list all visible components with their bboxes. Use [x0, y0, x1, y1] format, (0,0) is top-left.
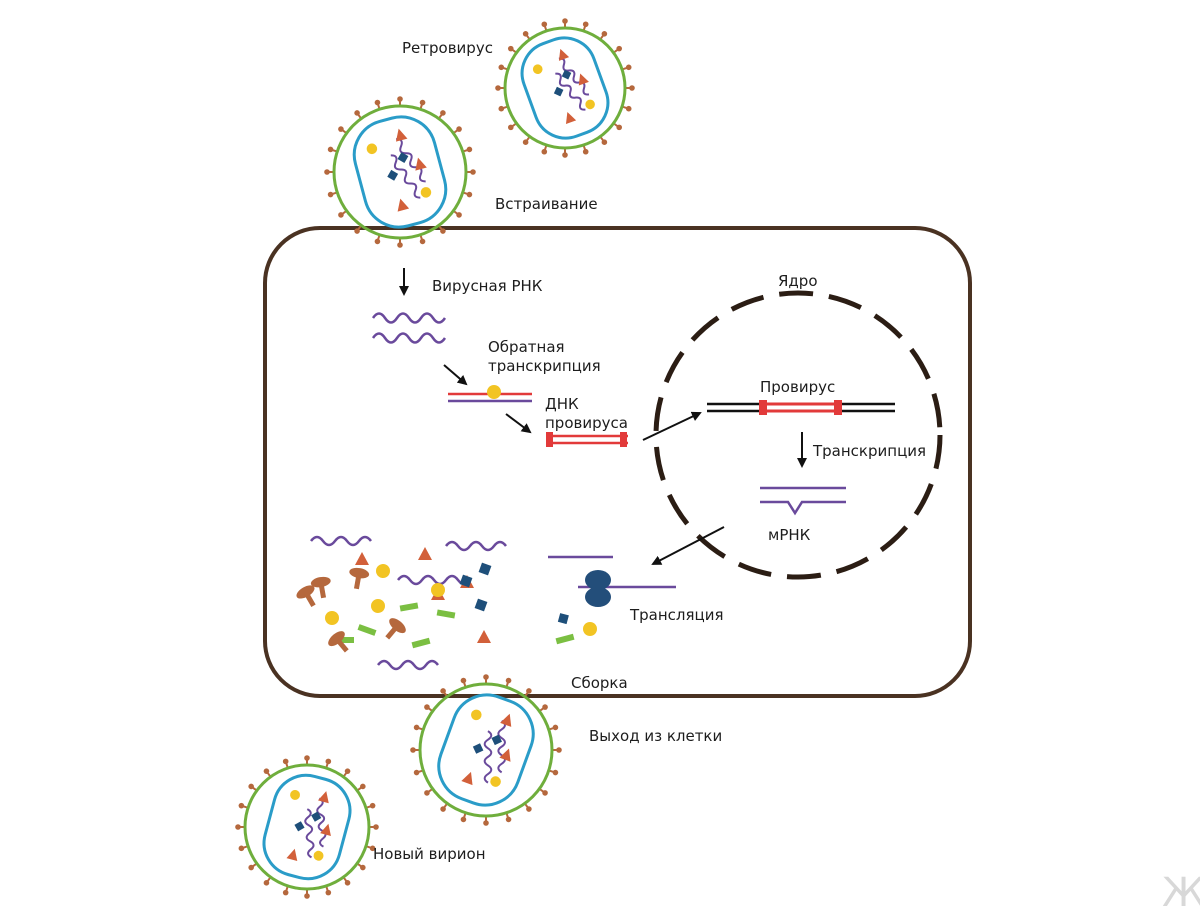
protein-square	[557, 613, 569, 625]
label-integration: Встраивание	[495, 195, 598, 213]
arrow-icon	[443, 364, 468, 386]
cell-membrane	[263, 226, 972, 698]
assembly-components	[296, 535, 507, 671]
protein-bar	[555, 633, 575, 645]
retrovirus-particle-icon	[495, 18, 635, 158]
label-assembly: Сборка	[571, 674, 628, 692]
nucleus-membrane	[653, 290, 943, 580]
label-new-virion: Новый вирион	[373, 845, 486, 863]
retrovirus-particle-icon	[410, 674, 562, 826]
retrovirus-particle-icon	[235, 755, 379, 899]
enzyme-dot	[583, 622, 597, 636]
label-translation: Трансляция	[629, 606, 724, 624]
arrow-icon	[651, 526, 725, 565]
label-reverse-transcription-2: транскрипция	[488, 357, 601, 375]
arrow-icon	[642, 411, 702, 441]
label-viral-rna: Вирусная РНК	[432, 277, 543, 295]
watermark: Ж	[1162, 870, 1200, 916]
retrovirus-particle-icon	[324, 96, 476, 248]
label-retrovirus: Ретровирус	[402, 39, 493, 57]
label-mrna: мРНК	[768, 526, 811, 544]
label-provirus: Провирус	[760, 378, 835, 396]
ribosome-icon	[585, 570, 611, 607]
arrow-icon	[505, 413, 532, 434]
provirus-dna	[546, 432, 628, 447]
label-exit-cell: Выход из клетки	[589, 727, 722, 745]
mrna	[760, 486, 846, 516]
viral-rna-strand	[371, 332, 447, 344]
label-provirus-dna-2: провируса	[545, 414, 628, 432]
label-nucleus: Ядро	[778, 272, 818, 290]
rna-dna-hybrid	[448, 385, 532, 403]
label-provirus-dna-1: ДНК	[545, 395, 579, 413]
integrated-provirus	[707, 400, 895, 415]
viral-rna-strand	[371, 312, 447, 324]
label-reverse-transcription-1: Обратная	[488, 338, 565, 356]
label-transcription: Транскрипция	[812, 442, 926, 460]
